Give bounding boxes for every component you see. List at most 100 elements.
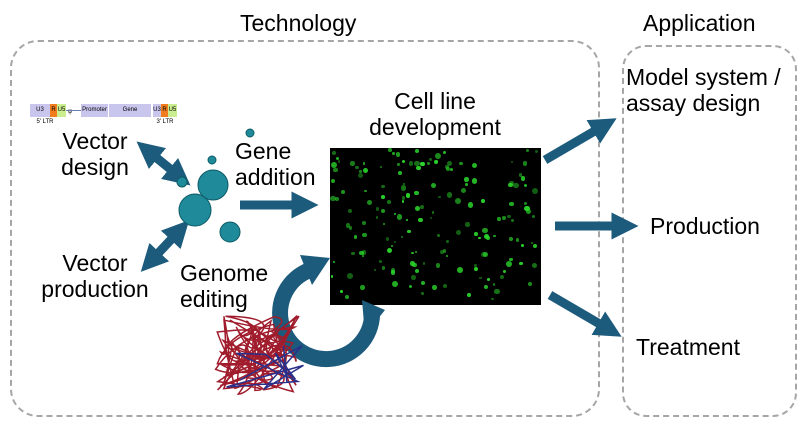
cell-dot bbox=[337, 160, 341, 164]
psi: ψ bbox=[67, 109, 73, 115]
cell-dot bbox=[393, 212, 397, 216]
cell-dot bbox=[446, 160, 453, 167]
cell-dot bbox=[508, 201, 514, 207]
cell-dot bbox=[402, 196, 406, 200]
cell-dot bbox=[474, 266, 479, 271]
cell-dot bbox=[351, 251, 355, 256]
cell-dot bbox=[414, 269, 419, 274]
cell-dot bbox=[480, 252, 487, 258]
cell-dot bbox=[330, 178, 336, 184]
cell-dot bbox=[456, 267, 463, 273]
production-label: Production bbox=[650, 213, 760, 239]
arrow-model bbox=[542, 118, 617, 164]
cell-dot bbox=[362, 168, 368, 174]
u5-5: U5 bbox=[57, 104, 66, 117]
cell-dot bbox=[361, 254, 364, 257]
cell-dot bbox=[523, 161, 528, 166]
cell-dot bbox=[430, 182, 436, 188]
cell-dot bbox=[526, 149, 530, 153]
cell-dot bbox=[359, 170, 362, 173]
technology-title: Technology bbox=[240, 10, 357, 36]
cell-dot bbox=[524, 205, 530, 212]
cell-dot bbox=[402, 182, 406, 186]
cell-dot bbox=[358, 172, 364, 178]
cell-dot bbox=[416, 166, 421, 171]
cell-dot bbox=[409, 284, 413, 288]
cell-dot bbox=[439, 250, 444, 255]
cell-dot bbox=[532, 215, 535, 218]
cell-dot bbox=[422, 262, 426, 265]
cell-dot bbox=[518, 173, 523, 178]
cell-dot bbox=[442, 249, 447, 254]
cell-dot bbox=[410, 261, 415, 266]
cell-dot bbox=[491, 297, 494, 300]
cell-dot bbox=[508, 236, 513, 241]
cell-dot bbox=[353, 235, 358, 240]
double-arrow-design bbox=[136, 141, 191, 186]
cell-dot bbox=[450, 167, 454, 171]
r-5: R bbox=[50, 104, 57, 117]
promoter: Promoter bbox=[81, 104, 108, 117]
cell-dot bbox=[485, 236, 490, 241]
cell-dot bbox=[507, 214, 511, 219]
cell-dot bbox=[520, 244, 524, 248]
cell-dot bbox=[363, 162, 366, 165]
cell-dot bbox=[347, 208, 353, 214]
cell-dot bbox=[340, 190, 345, 195]
cell-dot bbox=[465, 222, 470, 227]
cell-dot bbox=[534, 150, 538, 154]
cell-dot bbox=[484, 284, 489, 290]
u3-3: U3 bbox=[153, 104, 161, 117]
cell-dot bbox=[421, 292, 424, 295]
virus-particles-icon bbox=[176, 128, 255, 243]
cell-dot bbox=[378, 260, 382, 264]
cell-dot bbox=[454, 198, 461, 205]
cell-dot bbox=[501, 216, 506, 220]
cell-dot bbox=[366, 199, 372, 206]
cell-dot bbox=[471, 162, 478, 168]
cell-dot bbox=[434, 159, 438, 164]
r-3: R bbox=[161, 104, 168, 117]
cell-dot bbox=[478, 236, 481, 240]
cell-dot bbox=[446, 166, 451, 171]
treatment-label: Treatment bbox=[636, 334, 740, 360]
cell-dot bbox=[525, 208, 531, 215]
cell-dot bbox=[414, 190, 419, 196]
cell-dot bbox=[492, 283, 496, 286]
cell-dot bbox=[392, 152, 396, 156]
cell-dot bbox=[435, 153, 442, 160]
gene: Gene bbox=[109, 104, 151, 117]
cell-dot bbox=[387, 200, 392, 205]
cell-dot bbox=[381, 184, 385, 189]
cell-dot bbox=[455, 229, 462, 235]
cell-dot bbox=[472, 178, 478, 184]
cell-dot bbox=[508, 182, 513, 188]
cell-dot bbox=[427, 161, 431, 165]
cell-dot bbox=[414, 250, 417, 253]
cell-dot bbox=[330, 195, 337, 202]
cell-dot bbox=[513, 182, 520, 189]
cell-dot bbox=[407, 229, 412, 234]
cell-dot bbox=[381, 195, 385, 199]
cell-dot bbox=[445, 240, 449, 244]
double-arrow-production bbox=[140, 220, 190, 272]
cell-dot bbox=[402, 200, 405, 203]
cell-dot bbox=[375, 206, 380, 211]
cell-dot bbox=[355, 165, 359, 169]
cell-dot bbox=[390, 270, 395, 275]
cell-dot bbox=[361, 250, 367, 255]
genome-editing-cycle-arrow bbox=[272, 262, 381, 368]
cell-dot bbox=[524, 184, 528, 188]
cell-dot bbox=[467, 293, 472, 297]
cell-dot bbox=[400, 235, 403, 238]
cell-dot bbox=[392, 281, 399, 288]
u3-5: U3 bbox=[30, 104, 50, 117]
cell-dot bbox=[401, 160, 406, 164]
model-system-label: Model system / assay design bbox=[626, 64, 781, 116]
cell-dot bbox=[345, 294, 350, 299]
cell-dot bbox=[414, 161, 420, 167]
application-title: Application bbox=[643, 10, 756, 36]
cell-dot bbox=[481, 199, 486, 203]
cell-dot bbox=[359, 250, 364, 256]
